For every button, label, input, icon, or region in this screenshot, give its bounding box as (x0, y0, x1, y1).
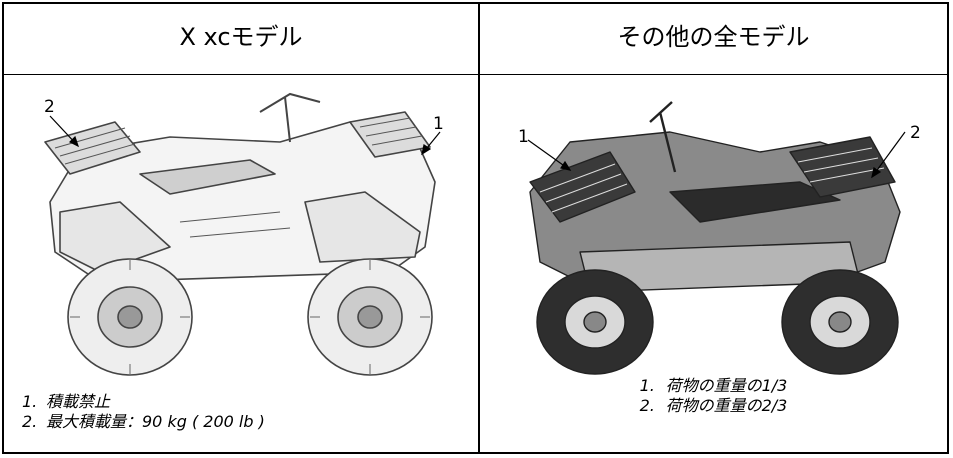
right-panel-title: その他の全モデル (617, 23, 810, 51)
caption-item: 2. 荷物の重量の2/3 (480, 396, 947, 416)
header-rule-left (4, 74, 478, 75)
caption-number: 2. (22, 412, 38, 431)
caption-item: 2. 最大積載量：90 kg ( 200 lb ) (22, 412, 462, 432)
callout-label: 2 (44, 97, 55, 117)
column-divider (478, 2, 480, 454)
callout-label: 2 (910, 123, 921, 143)
caption-number: 1. (639, 376, 655, 395)
caption-text: 積載禁止 (46, 392, 111, 411)
left-caption-list: 1. 積載禁止 2. 最大積載量：90 kg ( 200 lb ) (22, 392, 462, 432)
caption-text: 最大積載量：90 kg ( 200 lb ) (46, 412, 265, 431)
caption-number: 1. (22, 392, 38, 411)
caption-item: 1. 積載禁止 (22, 392, 462, 412)
caption-text: 荷物の重量の1/3 (665, 376, 788, 395)
right-caption-list: 1. 荷物の重量の1/3 2. 荷物の重量の2/3 (480, 376, 947, 416)
caption-text: 荷物の重量の2/3 (665, 396, 788, 415)
atv-other-models-illustration (527, 101, 906, 375)
callout-label: 1 (518, 127, 529, 147)
callout-label: 1 (433, 114, 444, 134)
left-panel-title: X xcモデル (179, 23, 303, 51)
caption-item: 1. 荷物の重量の1/3 (480, 376, 947, 396)
atv-xxc-illustration (44, 92, 441, 376)
header-rule-right (480, 74, 947, 75)
caption-number: 2. (639, 396, 655, 415)
